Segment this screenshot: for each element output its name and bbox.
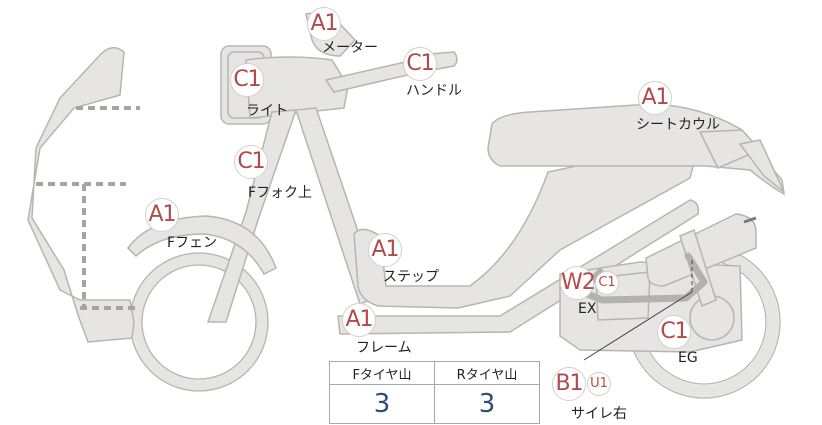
front-shield-shape (27, 46, 135, 343)
tire-tread-table: Fタイヤ山 Rタイヤ山 3 3 (329, 361, 540, 424)
frame-grade-marker: A1 (342, 303, 376, 337)
frame-label: フレーム (356, 340, 412, 356)
rear-tread-value: 3 (434, 384, 540, 424)
meter-grade-marker: A1 (307, 7, 341, 41)
fork-grade-marker: C1 (234, 145, 268, 179)
grade-badge: A1 (342, 303, 376, 337)
fender-grade-marker: A1 (145, 198, 179, 232)
grade-badge: C1 (403, 47, 437, 81)
grade-sub-badge: C1 (595, 271, 619, 295)
fork-label: Fフォク上 (248, 185, 313, 201)
grade-badge: W2 (560, 266, 596, 300)
grade-badge: A1 (638, 81, 672, 115)
grade-badge: A1 (368, 233, 402, 267)
front-tread-header: Fタイヤ山 (329, 361, 435, 385)
side-r-label: サイレ右 (571, 406, 627, 422)
grade-badge: C1 (234, 145, 268, 179)
step-label: ステップ (383, 269, 439, 285)
head-cowl-shape (245, 56, 349, 119)
front-wheel (129, 252, 269, 392)
seat-cowl-label: シートカウル (636, 117, 720, 133)
ex-grade-marker: W2 C1 (560, 266, 619, 300)
eg-grade-marker: C1 (657, 315, 691, 349)
eg-label: EG (678, 350, 698, 366)
handle-label: ハンドル (406, 83, 462, 99)
grade-badge: A1 (307, 7, 341, 41)
side-r-grade-marker: B1 U1 (552, 367, 611, 401)
meter-label: メーター (322, 40, 378, 56)
grade-badge: C1 (230, 63, 264, 97)
step-grade-marker: A1 (368, 233, 402, 267)
seat-cowl-grade-marker: A1 (638, 81, 672, 115)
handle-grade-marker: C1 (403, 47, 437, 81)
grade-badge: C1 (657, 315, 691, 349)
grade-badge: A1 (145, 198, 179, 232)
rear-tread-header: Rタイヤ山 (434, 361, 540, 385)
grade-badge: B1 (552, 367, 586, 401)
grade-sub-badge: U1 (587, 372, 611, 396)
front-tread-value: 3 (329, 384, 435, 424)
light-label: ライト (246, 103, 288, 119)
ex-label: EX (578, 301, 597, 317)
step-floor-shape (353, 139, 702, 309)
fender-label: Fフェン (167, 235, 218, 251)
light-grade-marker: C1 (230, 63, 264, 97)
